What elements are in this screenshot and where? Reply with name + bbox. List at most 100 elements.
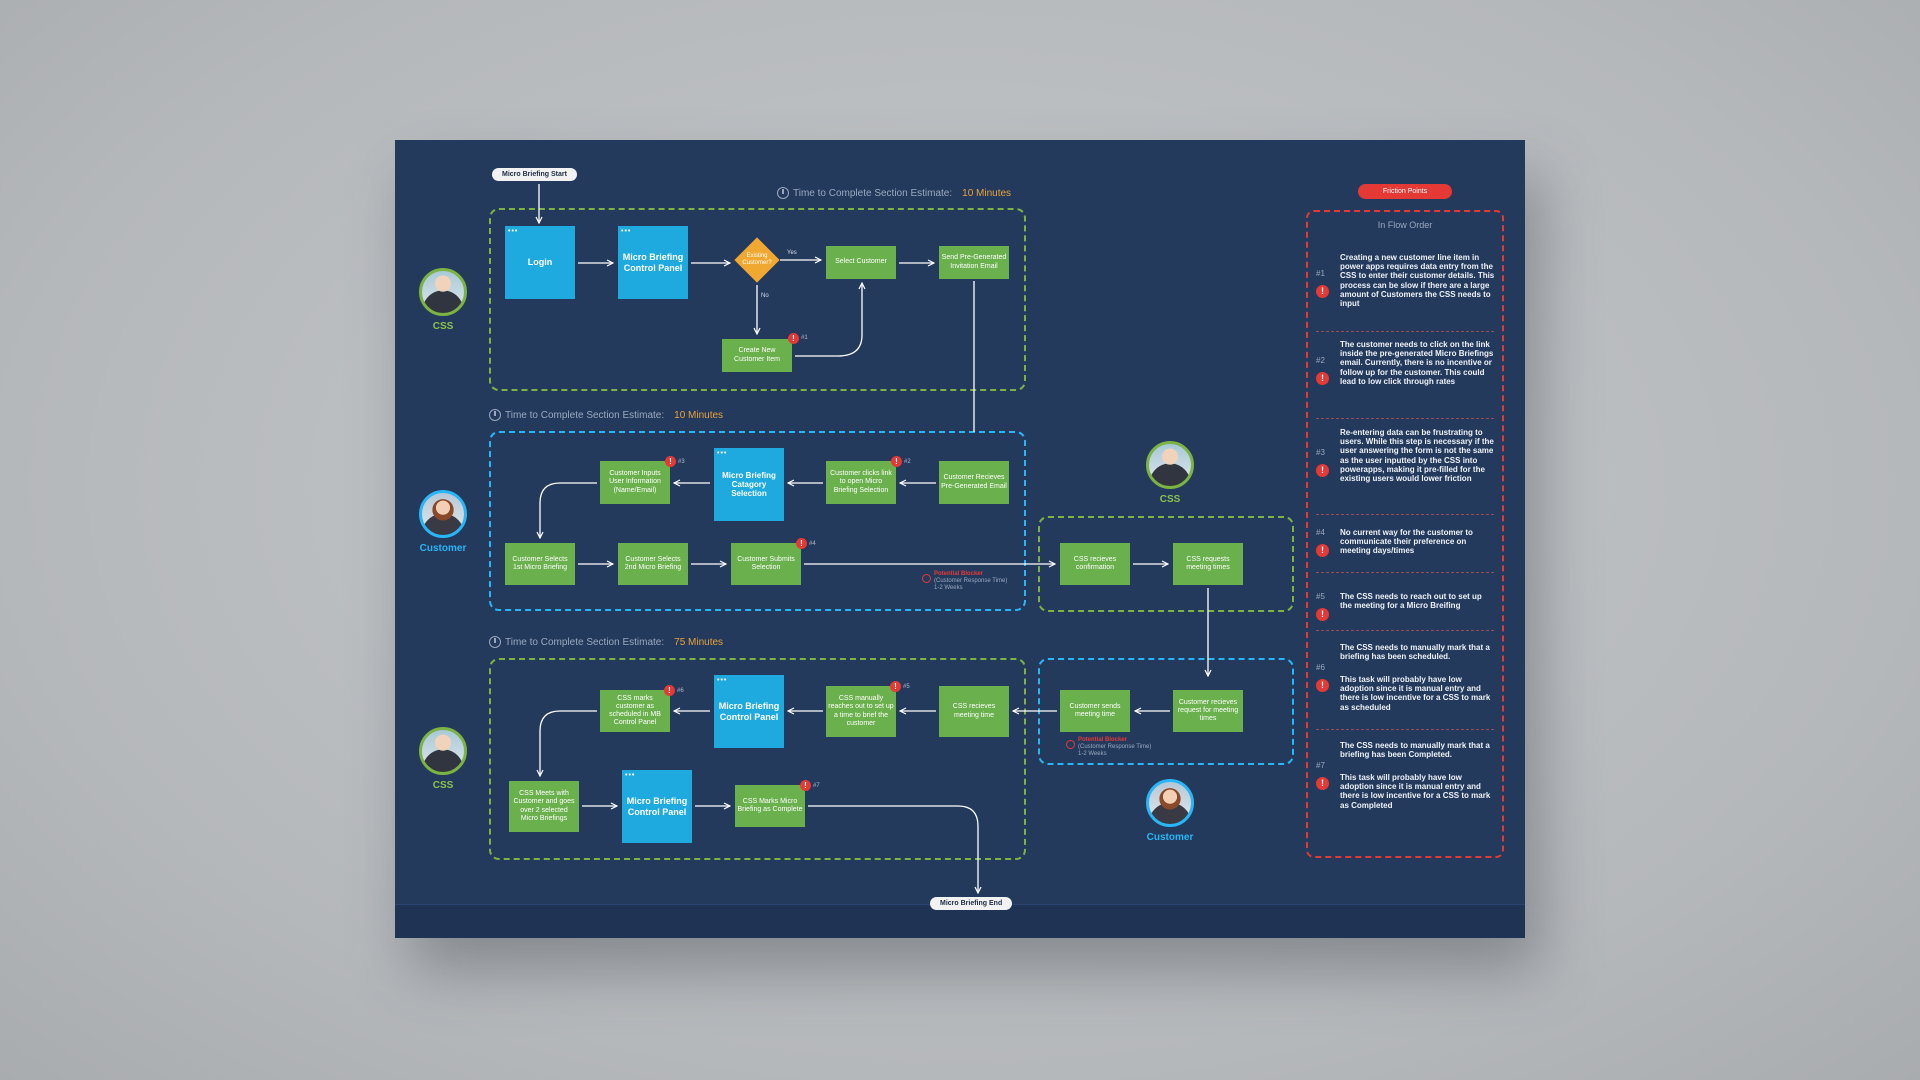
node-label: Micro Briefing Control Panel (622, 252, 684, 273)
node-category-selection: ••• Micro Briefing Catagory Selection (714, 448, 784, 521)
node-css-marks-scheduled: CSS marks customer as scheduled in MB Co… (600, 690, 670, 732)
alert-icon: ! (890, 681, 901, 692)
alarm-icon (922, 574, 931, 583)
section-2-estimate: Time to Complete Section Estimate: 10 Mi… (489, 409, 723, 421)
divider (1316, 572, 1494, 573)
node-selects-1st: Customer Selects 1st Micro Briefing (505, 543, 575, 585)
estimate-value: 75 Minutes (674, 636, 724, 648)
role-label-css: CSS (432, 321, 454, 332)
blocker-title: Potential Blocker (1078, 737, 1128, 743)
alarm-icon (1066, 740, 1075, 749)
alert-icon: ! (796, 538, 807, 549)
node-label: Micro Briefing Control Panel (626, 796, 688, 817)
role-label-customer: Customer (1146, 832, 1194, 843)
css-avatar (419, 727, 467, 775)
node-login: •••Login (505, 226, 575, 299)
clock-icon (489, 636, 501, 648)
blocker-desc: (Customer Response Time) (1078, 744, 1152, 751)
alert-icon: ! (664, 685, 675, 696)
node-css-requests-times: CSS requests meeting times (1173, 543, 1243, 585)
badge-number: #3 (678, 459, 685, 465)
css-avatar (419, 268, 467, 316)
customer-avatar (419, 490, 467, 538)
alert-icon: ! (788, 333, 799, 344)
alert-icon: ! (1316, 544, 1329, 557)
alert-icon: ! (1316, 679, 1329, 692)
decision-existing-customer: Existing Customer? (734, 237, 780, 283)
window-dots-icon: ••• (625, 772, 636, 779)
friction-item: #3 ! Re-entering data can be frustrating… (1316, 428, 1498, 508)
badge-number: #2 (904, 459, 911, 465)
blocker-duration: 1-2 Weeks (1078, 751, 1107, 758)
friction-number: #4 (1316, 528, 1325, 537)
badge-number: #1 (801, 335, 808, 341)
section-2-box (489, 431, 1026, 611)
node-css-receives-confirmation: CSS recieves confirmation (1060, 543, 1130, 585)
node-control-panel: ••• Micro Briefing Control Panel (714, 675, 784, 748)
alert-icon: ! (1316, 372, 1329, 385)
blocker-title: Potential Blocker (934, 571, 984, 577)
friction-text: The CSS needs to manually mark that a br… (1340, 741, 1490, 760)
clock-icon (489, 409, 501, 421)
css-avatar (1146, 441, 1194, 489)
alert-icon: ! (665, 456, 676, 467)
estimate-label: Time to Complete Section Estimate: (505, 409, 665, 421)
node-control-panel: ••• Micro Briefing Control Panel (618, 226, 688, 299)
blocker-duration: 1-2 Weeks (934, 585, 963, 592)
window-dots-icon: ••• (508, 228, 519, 235)
node-customer-receives-request: Customer recieves request for meeting ti… (1173, 690, 1243, 732)
node-send-email: Send Pre-Generated Invitation Email (939, 246, 1009, 279)
badge-number: #6 (677, 688, 684, 694)
section-3-box (489, 658, 1026, 860)
label-yes: Yes (787, 250, 797, 256)
friction-text: The CSS needs to reach out to set up the… (1340, 592, 1482, 611)
potential-blocker: Potential Blocker (Customer Response Tim… (922, 571, 1007, 593)
customer-avatar (1146, 779, 1194, 827)
estimate-label: Time to Complete Section Estimate: (505, 636, 665, 648)
friction-subtitle: In Flow Order (1377, 220, 1433, 230)
friction-item: #1 ! Creating a new customer line item i… (1316, 253, 1498, 323)
friction-points-pill: Friction Points (1358, 184, 1452, 199)
node-selects-2nd: Customer Selects 2nd Micro Briefing (618, 543, 688, 585)
friction-text-detail: This task will probably have low adoptio… (1340, 773, 1491, 810)
node-control-panel: ••• Micro Briefing Control Panel (622, 770, 692, 843)
friction-item: #7 ! The CSS needs to manually mark that… (1316, 741, 1498, 821)
friction-item: #2 ! The customer needs to click on the … (1316, 340, 1498, 410)
divider (1316, 630, 1494, 631)
friction-points-panel (1306, 210, 1504, 858)
friction-text: Creating a new customer line item in pow… (1340, 253, 1495, 308)
node-submits-selection: Customer Submits Selection (731, 543, 801, 585)
node-customer-sends-time: Customer sends meeting time (1060, 690, 1130, 732)
node-customer-inputs: Customer Inputs User Information (Name/E… (600, 461, 670, 504)
node-css-reaches-out: CSS manually reaches out to set up a tim… (826, 686, 896, 737)
node-select-customer: Select Customer (826, 246, 896, 279)
section-1-estimate: Time to Complete Section Estimate: 10 Mi… (777, 187, 1011, 199)
node-css-receives-time: CSS recieves meeting time (939, 686, 1009, 737)
clock-icon (777, 187, 789, 199)
potential-blocker: Potential Blocker (Customer Response Tim… (1066, 737, 1152, 759)
divider (1316, 514, 1494, 515)
node-label: Micro Briefing Catagory Selection (722, 470, 776, 499)
alert-icon: ! (1316, 285, 1329, 298)
badge-number: #4 (809, 541, 816, 547)
window-dots-icon: ••• (717, 450, 728, 457)
badge-number: #7 (813, 783, 820, 789)
node-label: Micro Briefing Control Panel (718, 701, 780, 722)
decision-label: Existing Customer? (742, 253, 772, 266)
node-customer-clicks-link: Customer clicks link to open Micro Brief… (826, 461, 896, 504)
friction-text: No current way for the customer to commu… (1340, 528, 1473, 556)
start-pill: Micro Briefing Start (492, 168, 577, 181)
friction-number: #3 (1316, 448, 1325, 457)
label-no: No (761, 293, 769, 299)
friction-number: #6 (1316, 663, 1325, 672)
node-css-marks-complete: CSS Marks Micro Briefing as Complete (735, 785, 805, 827)
section-3-estimate: Time to Complete Section Estimate: 75 Mi… (489, 636, 723, 648)
window-dots-icon: ••• (621, 228, 632, 235)
friction-text: The customer needs to click on the link … (1340, 340, 1494, 386)
friction-text-detail: This task will probably have low adoptio… (1340, 675, 1491, 712)
alert-icon: ! (1316, 777, 1329, 790)
estimate-value: 10 Minutes (962, 187, 1012, 199)
role-label-css: CSS (432, 780, 454, 791)
window-dots-icon: ••• (717, 677, 728, 684)
divider (1316, 331, 1494, 332)
